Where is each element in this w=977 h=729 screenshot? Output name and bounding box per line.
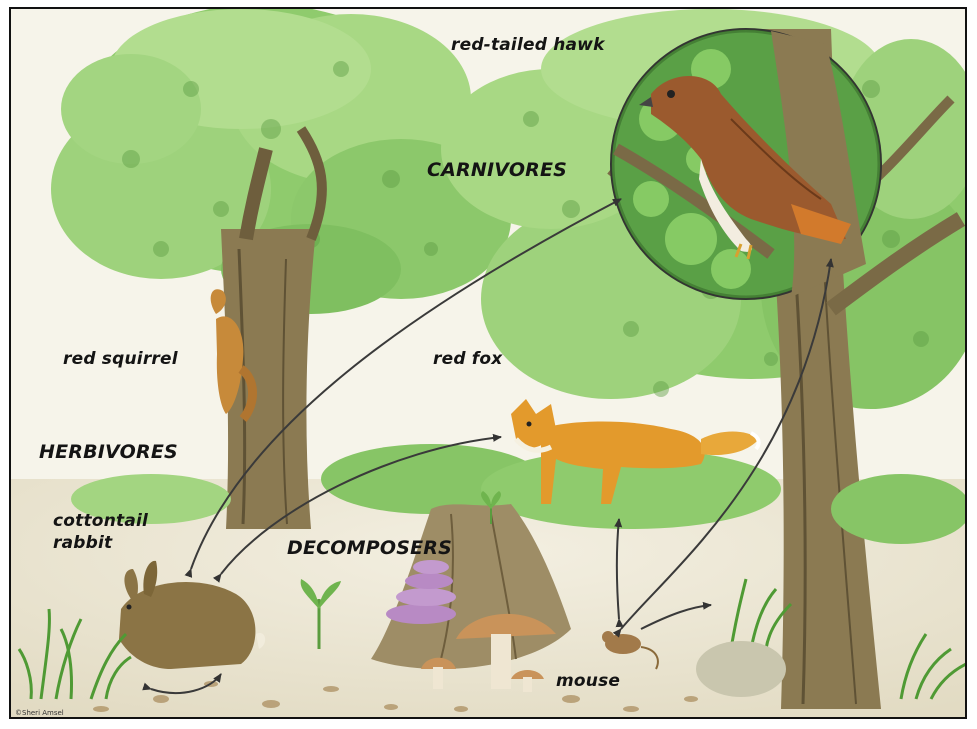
- artist-credit: ©Sheri Amsel: [15, 709, 64, 717]
- rock: [696, 641, 786, 697]
- label-decomposers: DECOMPOSERS: [287, 537, 452, 559]
- label-mouse: mouse: [556, 671, 620, 691]
- label-cottontail: cottontail: [53, 511, 148, 531]
- label-red-tailed-hawk: red-tailed hawk: [451, 35, 605, 55]
- label-carnivores: CARNIVORES: [427, 159, 567, 181]
- label-rabbit: rabbit: [53, 533, 112, 553]
- label-red-squirrel: red squirrel: [63, 349, 178, 369]
- forest-scene: red-tailed hawk CARNIVORES red squirrel …: [9, 7, 967, 719]
- label-red-fox: red fox: [433, 349, 502, 369]
- label-herbivores: HERBIVORES: [39, 441, 178, 463]
- hawk-inset: [611, 29, 881, 299]
